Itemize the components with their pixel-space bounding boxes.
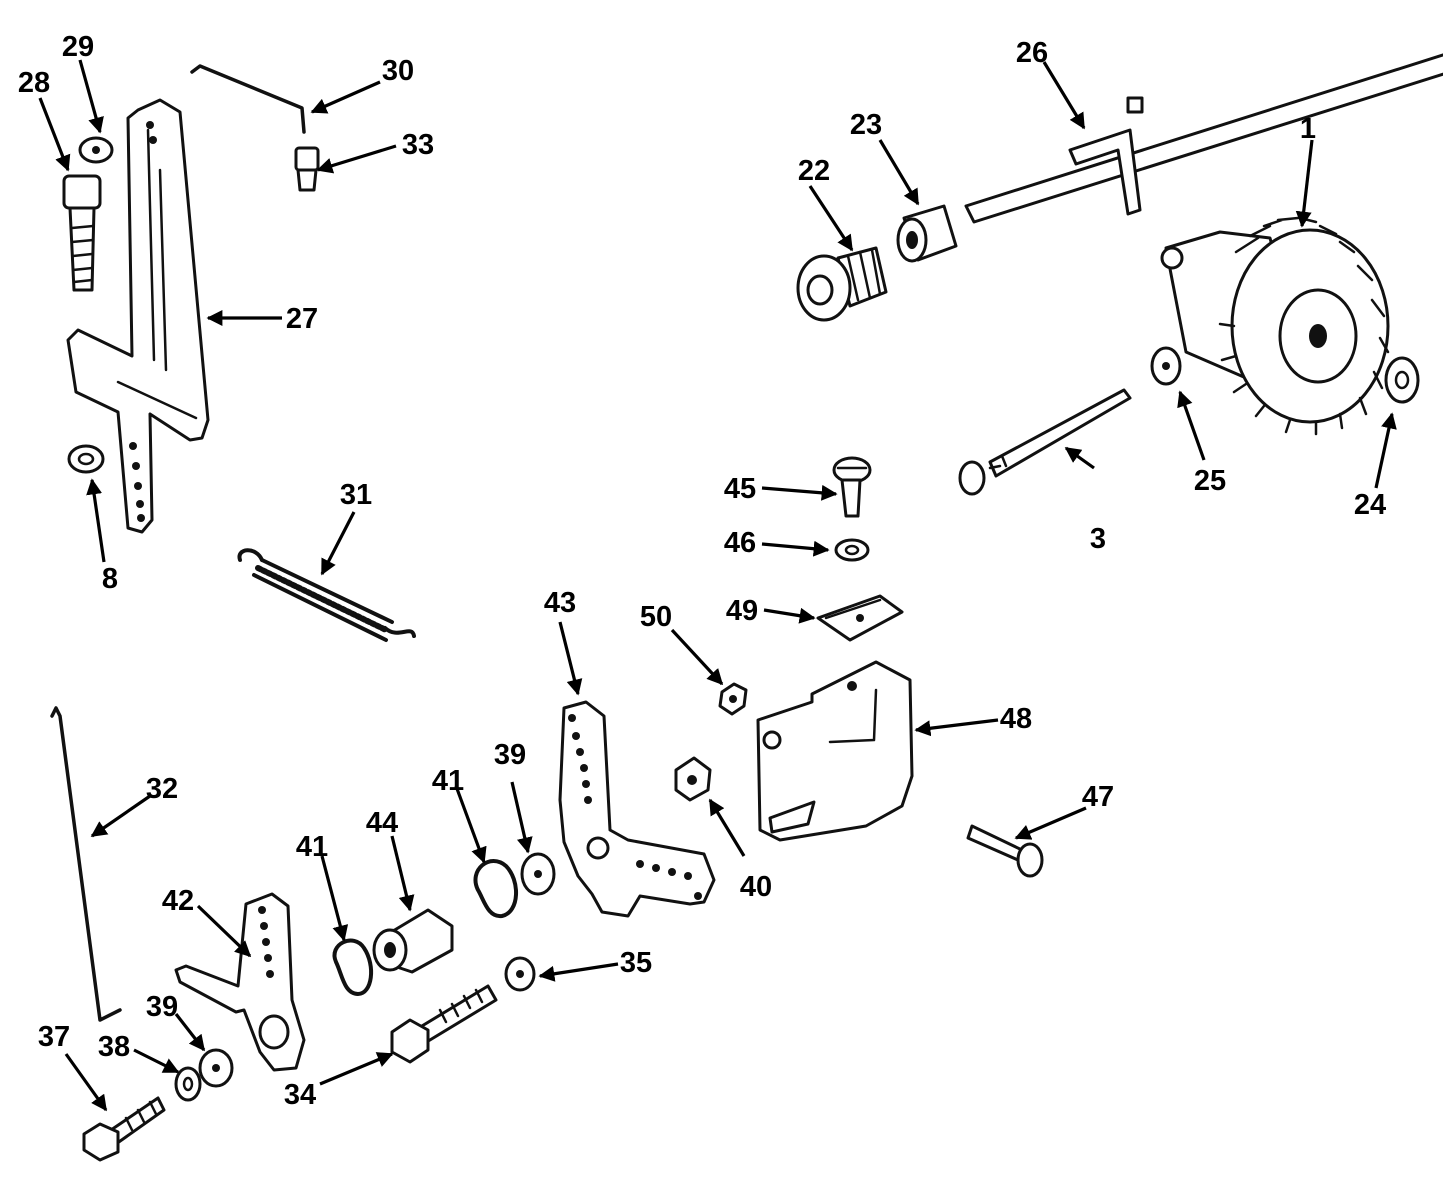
callout-32: 32 (146, 773, 178, 805)
callout-29: 29 (62, 31, 94, 63)
callout-50: 50 (640, 601, 672, 633)
callout-49: 49 (726, 595, 758, 627)
callout-42: 42 (162, 885, 194, 917)
part-25-washer (1150, 346, 1182, 386)
callout-39-right: 39 (494, 739, 526, 771)
callout-3: 3 (1090, 523, 1106, 555)
part-31-spring (237, 548, 416, 642)
callout-40: 40 (740, 871, 772, 903)
callout-38: 38 (98, 1031, 130, 1063)
part-29-nut (78, 136, 114, 164)
part-48-bracket (756, 660, 914, 842)
callout-28: 28 (18, 67, 50, 99)
part-40-nut (674, 756, 712, 802)
callout-48: 48 (1000, 703, 1032, 735)
part-3-pin (958, 388, 1132, 496)
part-45-screw (832, 456, 872, 518)
part-24-washer (1384, 356, 1420, 404)
part-39-washer-right (520, 852, 556, 896)
callout-45: 45 (724, 473, 756, 505)
callout-30: 30 (382, 55, 414, 87)
part-38-washer (174, 1066, 202, 1102)
callout-39-left: 39 (146, 991, 178, 1023)
callout-31: 31 (340, 479, 372, 511)
callout-1: 1 (1300, 113, 1316, 145)
leader-lines (38, 59, 1397, 1112)
part-46-washer (834, 538, 870, 562)
part-33-swivel (294, 146, 320, 192)
callout-33: 33 (402, 129, 434, 161)
part-8-washer (67, 444, 105, 474)
callout-41-right: 41 (432, 765, 464, 797)
callout-26: 26 (1016, 37, 1048, 69)
callout-37: 37 (38, 1021, 70, 1053)
part-44-bushing (372, 908, 454, 974)
part-43-lever (558, 700, 716, 918)
part-1-governor (1160, 216, 1390, 436)
callout-25: 25 (1194, 465, 1226, 497)
part-26-shaft (964, 53, 1443, 224)
part-28-bolt (62, 174, 102, 292)
callout-8: 8 (102, 563, 118, 595)
callout-41-left: 41 (296, 831, 328, 863)
callout-46: 46 (724, 527, 756, 559)
callout-24: 24 (1354, 489, 1386, 521)
part-41-clip-left (332, 938, 374, 996)
callout-labels: 1 3 8 22 23 24 25 26 27 28 29 30 31 32 3… (18, 31, 1386, 1111)
part-49-clip (816, 594, 904, 642)
callout-34: 34 (284, 1079, 316, 1111)
callout-23: 23 (850, 109, 882, 141)
callout-35: 35 (620, 947, 652, 979)
callout-44: 44 (366, 807, 398, 839)
part-35-washer (504, 956, 536, 992)
part-34-bolt (390, 984, 498, 1064)
part-39-washer-left (198, 1048, 234, 1088)
part-42-lever (174, 892, 306, 1072)
part-47-screw (966, 824, 1044, 878)
callout-22: 22 (798, 155, 830, 187)
part-50-nut (718, 682, 748, 716)
part-41-clip-right (473, 859, 519, 919)
part-37-bolt (82, 1096, 166, 1162)
part-30-rod (190, 64, 306, 134)
part-22-plug (796, 246, 888, 322)
part-23-bushing (896, 204, 958, 263)
callout-27: 27 (286, 303, 318, 335)
part-32-rod (50, 706, 122, 1022)
part-27-lever (66, 98, 210, 534)
callout-47: 47 (1082, 781, 1114, 813)
callout-43: 43 (544, 587, 576, 619)
